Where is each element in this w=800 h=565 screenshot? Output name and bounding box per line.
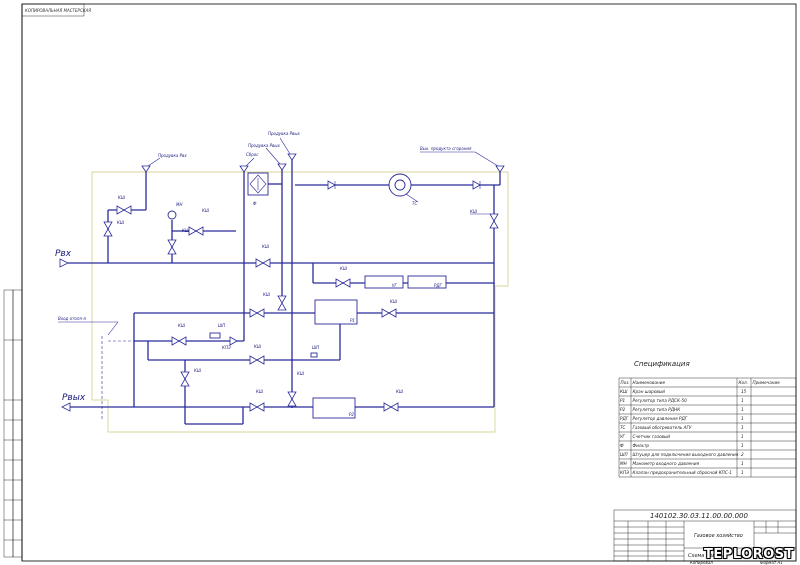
svg-text:КШ: КШ	[182, 228, 190, 233]
regulator-r1	[314, 299, 358, 325]
spec-qty-cell: 1	[741, 425, 744, 430]
spec-title: Спецификация	[634, 360, 690, 368]
spec-qty-cell: 1	[741, 434, 744, 439]
title-block	[613, 509, 797, 562]
spec-name-cell: Регулятор давления РДГ	[633, 416, 688, 421]
title-block-copy: Копировал	[690, 560, 713, 565]
teplorost-logo: TEPLOROST	[704, 547, 794, 562]
svg-text:Р2: Р2	[349, 412, 354, 417]
label-bypass-in: Вход отопл-я	[58, 316, 86, 321]
svg-text:РДГ: РДГ	[434, 283, 443, 288]
spec-qty-cell: 1	[741, 461, 744, 466]
valve-purge-v	[103, 221, 113, 230]
top-stamp-text: КОПИРОВАЛЬНАЯ МАСТЕРСКАЯ	[25, 8, 91, 13]
check-valve-2	[472, 180, 481, 190]
meter-ug	[364, 275, 404, 289]
unit-boundary	[91, 171, 509, 433]
title-block-sheet: Схема принц.	[688, 553, 724, 559]
spec-qty-cell: 1	[741, 407, 744, 412]
valve-inlet	[255, 258, 264, 268]
label-purge-out-1: Продувка Рвых	[248, 143, 281, 148]
manometer-mn	[167, 210, 177, 220]
spec-pos-cell: МН	[620, 461, 628, 466]
svg-text:КШ: КШ	[262, 244, 270, 249]
kpe-valve	[209, 332, 221, 339]
valve-mn-h	[188, 226, 197, 236]
svg-text:КШ: КШ	[297, 371, 305, 376]
spec-header-cell: Наименование	[633, 380, 666, 385]
label-p-in: Рвх	[55, 249, 72, 259]
label-mn: МН	[176, 202, 182, 207]
top-stamp-box	[21, 3, 85, 17]
spec-qty-cell: 1	[741, 398, 744, 403]
spec-pos-cell: УГ	[620, 434, 626, 439]
spec-qty-cell: 15	[741, 389, 747, 394]
spec-name-cell: Кран шаровый	[633, 389, 666, 394]
spec-name-cell: Фильтр	[633, 443, 650, 448]
spec-pos-cell: Р2	[620, 407, 626, 412]
spec-name-cell: Счетчик газовый	[633, 434, 671, 439]
label-f: Ф	[253, 201, 257, 206]
spec-header-cell: Кол.	[739, 380, 749, 385]
title-block-format: Формат А1	[760, 560, 783, 565]
valve-mn-v	[167, 239, 177, 248]
svg-text:КШ: КШ	[256, 389, 264, 394]
spec-name-cell: Регулятор типа РДНК	[633, 407, 682, 412]
svg-text:КШ: КШ	[117, 220, 125, 225]
svg-text:КШ: КШ	[390, 299, 398, 304]
svg-text:КШ: КШ	[118, 195, 126, 200]
svg-text:КШ: КШ	[254, 344, 262, 349]
title-block-code: 140102.30.03.11.00.00.000	[650, 512, 749, 520]
spec-name-cell: Манометр входного давления	[633, 461, 700, 466]
valve-riser-a	[489, 213, 499, 222]
spec-pos-cell: ТС	[620, 425, 626, 430]
svg-text:КШ: КШ	[263, 292, 271, 297]
regulator-r2	[312, 397, 356, 419]
spec-name-cell: Клапан предохранительный сбросной КПС-1	[633, 470, 733, 475]
spec-pos-cell: Р1	[620, 398, 626, 403]
left-margin-strip	[3, 289, 14, 558]
label-product-out: Вых. продукта сгорания	[420, 146, 472, 151]
spec-pos-cell: ШП	[620, 452, 628, 457]
spec-pos-cell: РДГ	[620, 416, 629, 421]
label-ts: ТС	[412, 201, 417, 206]
title-block-name: Газовое хозяйство	[694, 533, 743, 539]
spec-name-cell: Штуцер для подключения выходного давлени…	[633, 452, 739, 457]
spec-qty-cell: 1	[741, 416, 744, 421]
svg-text:УГ: УГ	[392, 283, 397, 288]
label-vent: Сброс	[246, 152, 259, 157]
spec-name-cell: Газовый обогреватель АГУ	[633, 425, 692, 430]
svg-text:КШ: КШ	[202, 208, 210, 213]
spec-header-cell: Поз.	[621, 380, 630, 385]
spec-qty-cell: 1	[741, 470, 744, 475]
svg-text:Р1: Р1	[350, 318, 355, 323]
svg-text:КШ: КШ	[470, 209, 478, 214]
label-purge-out-2: Продувка Рвых	[268, 131, 301, 136]
outlet-arrow	[61, 402, 71, 412]
spec-pos-cell: КШ	[620, 389, 628, 394]
spec-pos-cell: КПЭ	[620, 470, 629, 475]
check-valve-1	[327, 180, 336, 190]
spec-header-cell: Примечание	[753, 380, 781, 385]
valve-purge-h	[116, 205, 125, 215]
regulator-rdg	[407, 275, 447, 289]
svg-text:КШ: КШ	[194, 368, 202, 373]
svg-text:ШП: ШП	[218, 323, 225, 328]
valve-purge-out	[277, 295, 287, 304]
svg-text:КШ: КШ	[340, 266, 348, 271]
spec-name-cell: Регулятор типа РДСК-50	[633, 398, 688, 403]
spec-pos-cell: Ф	[620, 443, 624, 448]
svg-text:ШП: ШП	[312, 345, 319, 350]
label-purge-in: Продувка Рвх	[158, 153, 187, 158]
spec-qty-cell: 1	[741, 443, 744, 448]
label-p-out: Рвых	[62, 393, 86, 403]
svg-text:КШ: КШ	[396, 389, 404, 394]
spec-qty-cell: 2	[741, 452, 744, 457]
inlet-arrow	[59, 258, 69, 268]
svg-text:КШ: КШ	[178, 323, 186, 328]
svg-text:КПЭ: КПЭ	[222, 345, 231, 350]
